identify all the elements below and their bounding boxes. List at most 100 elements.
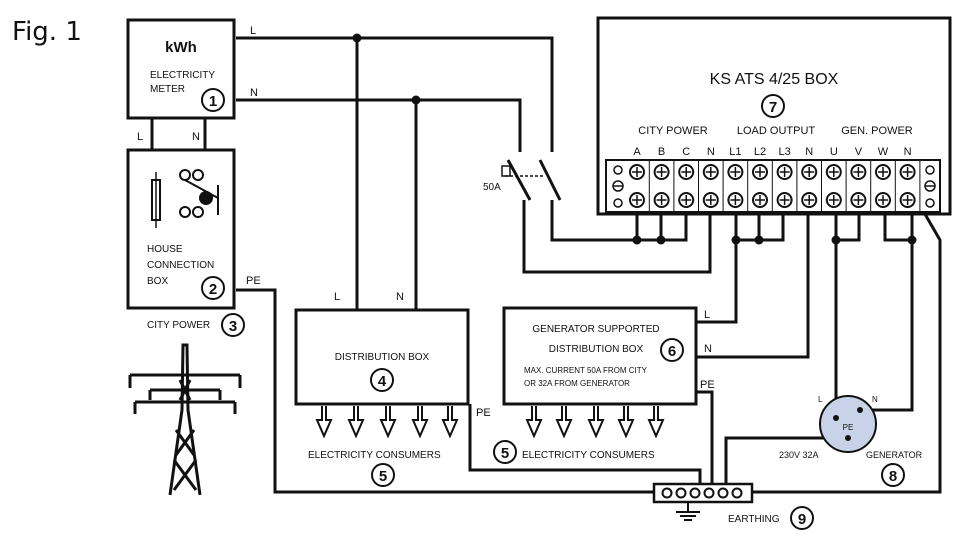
consumer-arrows-2 (525, 406, 665, 439)
city-power: CITY POWER 3 (128, 313, 245, 496)
breaker: 50A (483, 182, 501, 193)
meter-in-n: N (192, 131, 200, 143)
gen-dist-number: 6 (668, 343, 676, 360)
terminal-12: N (899, 146, 921, 212)
consumer-arrow-icon (441, 406, 459, 439)
terminal-10: V (850, 146, 872, 212)
terminal-label: W (878, 146, 889, 158)
terminal-label: L3 (778, 146, 790, 158)
terminal-label: L1 (729, 146, 741, 158)
consumer-arrow-icon (347, 406, 365, 439)
terminal-4: N (702, 146, 724, 212)
terminal-6: L2 (752, 146, 773, 212)
meter-unit: kWh (165, 39, 197, 56)
terminal-block-end-left (612, 165, 624, 208)
consumers-2: 5 ELECTRICITY CONSUMERS (493, 440, 655, 464)
consumer-arrow-icon (525, 406, 543, 439)
consumer-arrow-icon (555, 406, 573, 439)
generator-l: L (818, 395, 823, 404)
junction-dots (352, 33, 917, 245)
terminal-label: C (682, 146, 690, 158)
earthing-number: 9 (798, 511, 806, 528)
figure-label: Fig. 1 (12, 17, 82, 47)
ats-box: KS ATS 4/25 BOX 7 CITY POWER LOAD OUTPUT… (596, 16, 952, 216)
earthing: EARTHING 9 (652, 482, 814, 530)
terminal-label: N (707, 146, 715, 158)
breaker-contact-n (506, 159, 532, 201)
generator-distribution-box: GENERATOR SUPPORTED DISTRIBUTION BOX 6 M… (502, 306, 715, 439)
terminal-label: V (855, 146, 863, 158)
house-box-number: 2 (209, 281, 217, 298)
gen-dist-l: L (704, 309, 710, 321)
terminal-1: A (629, 146, 650, 212)
gen-dist-line2: DISTRIBUTION BOX (549, 344, 644, 355)
dist-box-title: DISTRIBUTION BOX (335, 352, 430, 363)
earth-terminal-icon (661, 487, 673, 499)
terminal-11: W (875, 146, 896, 212)
terminal-7: L3 (776, 146, 798, 212)
gen-dist-n: N (704, 343, 712, 355)
consumer-arrow-icon (379, 406, 397, 439)
earthing-label: EARTHING (728, 514, 780, 525)
consumers-1: ELECTRICITY CONSUMERS 5 (308, 450, 441, 487)
meter-out-l: L (250, 25, 256, 37)
consumer-arrow-icon (411, 406, 429, 439)
house-box-line1: HOUSE (147, 244, 183, 255)
meter-out-n: N (250, 87, 258, 99)
consumers-2-number: 5 (501, 445, 509, 462)
generator: PE L N 230V 32A GENERATOR 8 (779, 395, 923, 487)
generator-pe: PE (843, 423, 854, 432)
gen-dist-line1: GENERATOR SUPPORTED (532, 324, 659, 335)
generator-number: 8 (889, 468, 897, 485)
earth-terminal-icon (731, 487, 743, 499)
ats-title: KS ATS 4/25 BOX (710, 71, 839, 88)
city-power-label: CITY POWER (147, 320, 210, 331)
gen-dist-note1: MAX. CURRENT 50A FROM CITY (524, 366, 648, 375)
earth-terminal-icon (703, 487, 715, 499)
meter-title-2: METER (150, 84, 185, 95)
terminal-8: N (801, 146, 822, 212)
consumer-arrow-icon (647, 406, 665, 439)
terminal-2: B (653, 146, 675, 212)
generator-n: N (872, 395, 878, 404)
terminal-label: L2 (754, 146, 766, 158)
terminal-label: N (904, 146, 912, 158)
dist-box-pe: PE (476, 407, 491, 419)
ats-group-gen: GEN. POWER (841, 125, 913, 137)
gen-dist-note2: OR 32A FROM GENERATOR (524, 379, 630, 388)
consumers-1-label: ELECTRICITY CONSUMERS (308, 450, 441, 461)
terminal-9: U (825, 146, 847, 212)
city-power-number: 3 (229, 318, 237, 335)
consumers-1-number: 5 (379, 468, 387, 485)
house-box-line2: CONNECTION (147, 260, 214, 271)
consumer-arrow-icon (315, 406, 333, 439)
terminal-label: N (805, 146, 813, 158)
ats-group-load: LOAD OUTPUT (737, 125, 816, 137)
earth-terminal-icon (689, 487, 701, 499)
earth-terminal-icon (717, 487, 729, 499)
electricity-meter: kWh ELECTRICITY METER 1 L N L N (126, 18, 258, 143)
terminal-5: L1 (727, 146, 749, 212)
consumers-2-label: ELECTRICITY CONSUMERS (522, 450, 655, 461)
meter-in-l: L (137, 131, 143, 143)
pylon-icon (128, 343, 242, 496)
distribution-box: DISTRIBUTION BOX 4 L N PE (294, 291, 491, 439)
meter-title-1: ELECTRICITY (150, 70, 215, 81)
earthing-terminals (661, 487, 743, 499)
terminal-3: C (678, 146, 699, 212)
house-connection-box: HOUSE CONNECTION BOX 2 PE (126, 148, 261, 310)
generator-label: GENERATOR (866, 450, 923, 460)
breaker-contact-l (538, 159, 562, 201)
terminal-label: U (830, 146, 838, 158)
consumer-arrow-icon (587, 406, 605, 439)
terminal-label: A (633, 146, 641, 158)
dist-box-number: 4 (378, 373, 387, 390)
ats-number: 7 (769, 99, 777, 116)
breaker-rating: 50A (483, 182, 501, 193)
switch-icon (179, 169, 219, 218)
generator-rating: 230V 32A (779, 450, 819, 460)
consumer-arrows-1 (315, 406, 459, 439)
gen-dist-pe: PE (700, 379, 715, 391)
